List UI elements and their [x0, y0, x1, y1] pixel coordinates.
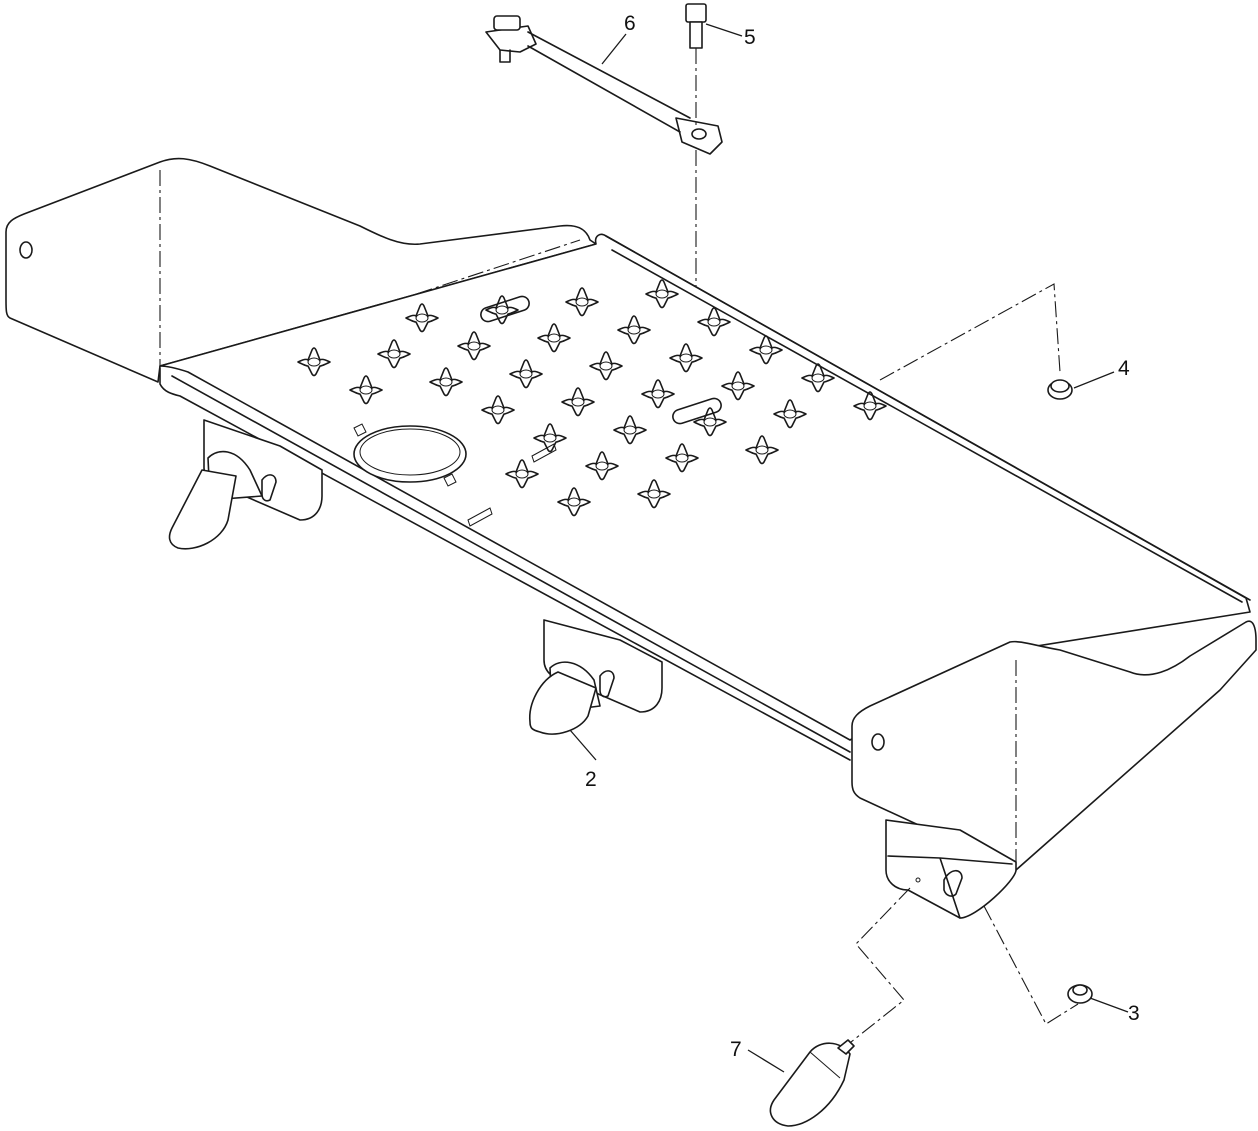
traction-cleat	[853, 391, 887, 421]
callout-5: 5	[744, 26, 756, 49]
traction-cleat	[801, 363, 835, 393]
traction-cleat	[613, 415, 647, 445]
traction-cleat	[557, 487, 591, 517]
traction-cleat	[485, 295, 519, 325]
part-2-bumper-cone	[529, 619, 663, 735]
traction-cleat	[773, 399, 807, 429]
part-6-link-rod	[485, 15, 723, 155]
traction-cleat	[645, 279, 679, 309]
traction-cleat	[481, 395, 515, 425]
traction-cleat	[349, 375, 383, 405]
traction-cleat	[405, 303, 439, 333]
traction-cleat	[749, 335, 783, 365]
callout-7: 7	[730, 1038, 742, 1061]
traction-cleat	[745, 435, 779, 465]
traction-cleat	[589, 351, 623, 381]
traction-cleat	[721, 371, 755, 401]
traction-cleat	[617, 315, 651, 345]
part-7-bumper-cone	[769, 887, 911, 1127]
bracket-right	[885, 819, 1017, 919]
part-4-plug	[879, 283, 1073, 400]
traction-cleat	[533, 423, 567, 453]
traction-cleat	[505, 459, 539, 489]
deck-platform	[5, 157, 1257, 871]
traction-cleat	[637, 479, 671, 509]
callout-2: 2	[585, 768, 597, 791]
deck-round-hole	[353, 425, 467, 483]
callout-3: 3	[1128, 1002, 1140, 1025]
traction-cleat	[665, 443, 699, 473]
traction-cleat	[697, 307, 731, 337]
callout-4: 4	[1118, 357, 1130, 380]
traction-cleat	[641, 379, 675, 409]
bracket-left	[168, 419, 323, 550]
callout-6: 6	[624, 12, 636, 35]
traction-cleat	[509, 359, 543, 389]
traction-cleat	[537, 323, 571, 353]
traction-cleat	[565, 287, 599, 317]
traction-cleat	[429, 367, 463, 397]
traction-cleat	[377, 339, 411, 369]
deck-slot	[480, 295, 722, 425]
callout-leaders	[569, 23, 1129, 1073]
part-3-nut	[983, 905, 1093, 1025]
traction-cleat	[561, 387, 595, 417]
traction-cleat	[669, 343, 703, 373]
traction-cleat	[693, 407, 727, 437]
traction-cleat	[297, 347, 331, 377]
traction-cleat	[585, 451, 619, 481]
traction-cleat	[457, 331, 491, 361]
deck-traction-cleats	[297, 279, 887, 517]
